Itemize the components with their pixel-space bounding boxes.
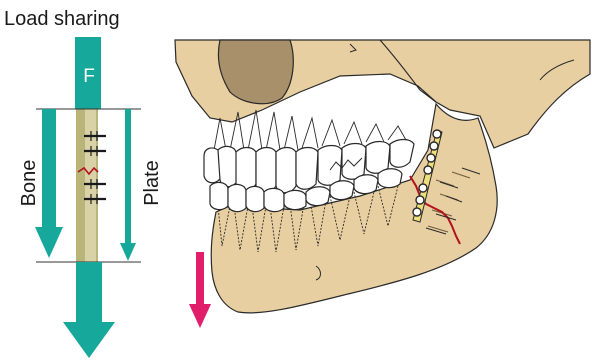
force-arrow-shaft-bottom <box>76 262 102 322</box>
bone-arrow-shaft <box>42 109 56 227</box>
displacement-arrow-shaft <box>196 252 204 304</box>
load-sharing-schematic: F Bone Plate <box>18 37 163 358</box>
plate-arrow-head <box>120 243 136 261</box>
bone-label: Bone <box>18 160 40 207</box>
force-arrow-head <box>63 322 115 358</box>
displacement-arrow-head <box>189 304 211 328</box>
bone-arrow-head <box>35 227 63 258</box>
diagram-title: Load sharing <box>4 8 120 30</box>
force-label: F <box>83 66 95 87</box>
plate-label: Plate <box>141 160 163 206</box>
plate-arrow-shaft <box>125 109 131 243</box>
skull-illustration <box>175 40 590 328</box>
